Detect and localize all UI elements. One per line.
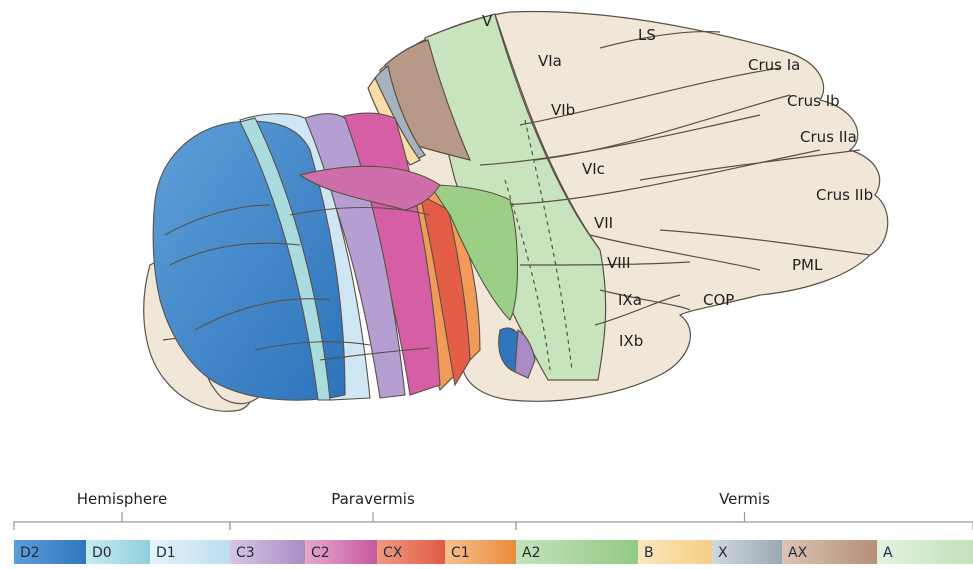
lobule-label: Crus IIb [816,186,873,204]
lobule-label: V [482,12,493,30]
zone-label: C1 [451,545,470,561]
zone-groups: Hemisphere Paravermis Vermis [14,490,973,530]
zone-label: D1 [156,545,176,561]
zone-label: D2 [20,545,40,561]
lobule-label: Crus IIa [800,128,857,146]
zone-label: C3 [236,545,255,561]
group-bracket [516,522,973,530]
zone-legend-strip: D2 D0 D1 C3 C2 CX C1 A2 B X AX A [14,540,973,564]
lobule-label: VIa [538,52,562,70]
zone-label: A2 [522,545,540,561]
lobule-label: COP [703,291,734,309]
zone-label: B [644,545,654,561]
lobule-label: VIc [582,160,605,178]
zone-label: C2 [311,545,330,561]
lobule-label: PML [792,256,823,274]
lobule-label: VII [594,214,613,232]
group-label: Hemisphere [77,490,167,508]
lobule-label: VIII [607,254,631,272]
lobule-label: IXa [618,291,642,309]
zone-label: D0 [92,545,112,561]
lobule-label: Crus Ib [787,92,840,110]
group-label: Vermis [719,490,770,508]
lobule-label: LS [638,26,656,44]
group-bracket [230,522,516,530]
zone-label: A [883,545,893,561]
group-label: Paravermis [331,490,415,508]
zone-label: AX [788,545,808,561]
zone-label: CX [383,545,403,561]
lobule-label: Crus Ia [748,56,800,74]
group-bracket [14,522,230,530]
lobule-label: IXb [619,332,643,350]
lobule-label: VIb [551,101,575,119]
zone-label: X [718,545,728,561]
